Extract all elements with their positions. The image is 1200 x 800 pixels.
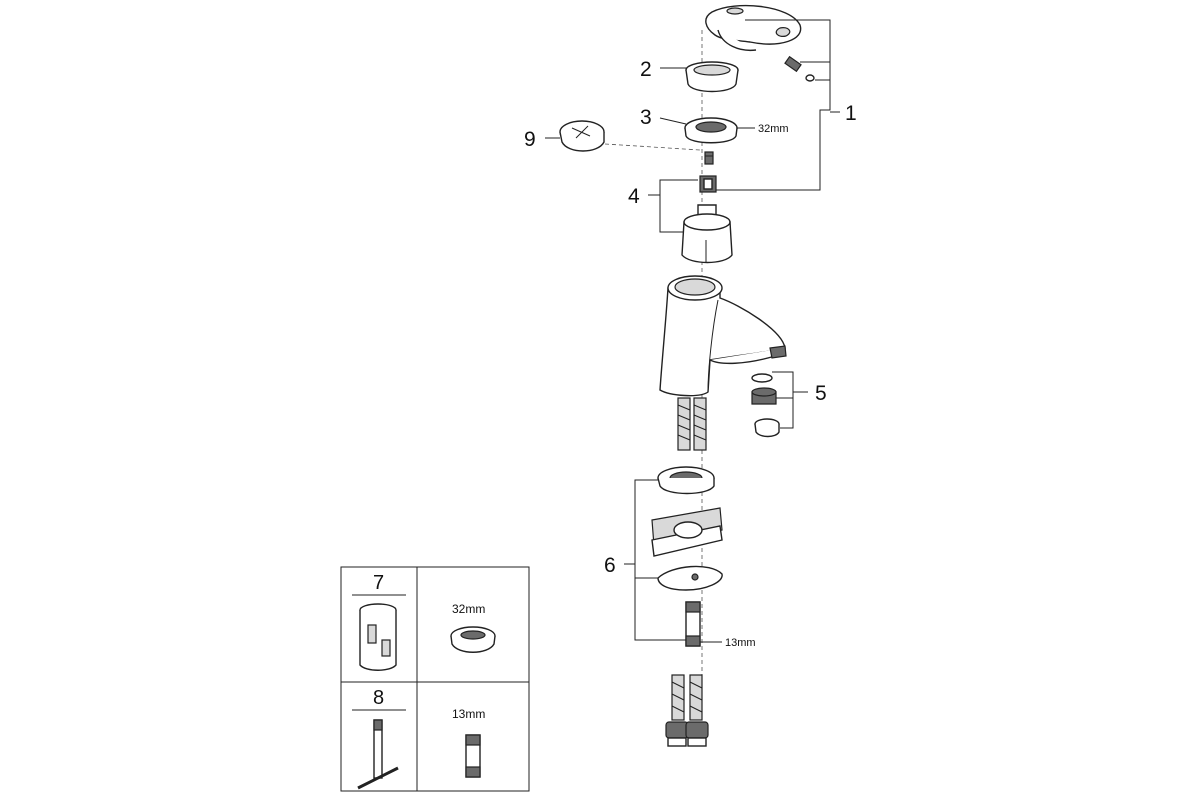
callout-bracket-5 (772, 371, 808, 429)
set-screw-part (784, 55, 815, 82)
lever-handle-part (705, 4, 802, 52)
aerator-housing-part (754, 418, 780, 438)
stud-size-label: 13mm (725, 637, 756, 649)
hose-connectors-part (665, 674, 709, 747)
nut-tool-item (450, 626, 496, 653)
faucet-body-part (659, 275, 787, 397)
tools-table (340, 566, 530, 792)
callout-bracket-6 (624, 479, 686, 641)
callout-label-5: 5 (815, 382, 827, 405)
gasket-ring-part (657, 466, 715, 495)
socket-wrench-tool (359, 603, 397, 671)
nut-part (684, 117, 738, 144)
flex-hoses-part (677, 397, 707, 451)
callout-label-9: 9 (524, 128, 536, 151)
callout-bracket-4 (648, 179, 698, 233)
tool-size-7: 32mm (452, 602, 485, 616)
cartridge-screw-part (704, 151, 714, 165)
countertop-section (651, 507, 723, 557)
decorative-cap-part (559, 120, 605, 152)
cap-guide-line (604, 143, 701, 151)
adapter-part (699, 175, 717, 193)
callout-bracket-1 (712, 19, 840, 191)
horseshoe-washer-part (657, 565, 723, 591)
tool-size-8: 13mm (452, 707, 485, 721)
t-key-tool (357, 719, 399, 790)
nut-size-label: 32mm (758, 123, 789, 135)
callout-label-2: 2 (640, 58, 652, 81)
leader-3 (659, 117, 687, 125)
stud-tool-item (465, 734, 481, 778)
aerator-insert-part (751, 387, 777, 405)
tool-number-8: 8 (373, 687, 384, 709)
callout-label-1: 1 (845, 102, 857, 125)
aerator-washer-part (751, 373, 773, 383)
callout-label-6: 6 (604, 554, 616, 577)
cap-part (685, 61, 739, 93)
cartridge-part (681, 204, 733, 264)
threaded-stud-part (685, 601, 701, 647)
callout-label-4: 4 (628, 185, 640, 208)
callout-label-3: 3 (640, 106, 652, 129)
tool-number-7: 7 (373, 572, 384, 594)
